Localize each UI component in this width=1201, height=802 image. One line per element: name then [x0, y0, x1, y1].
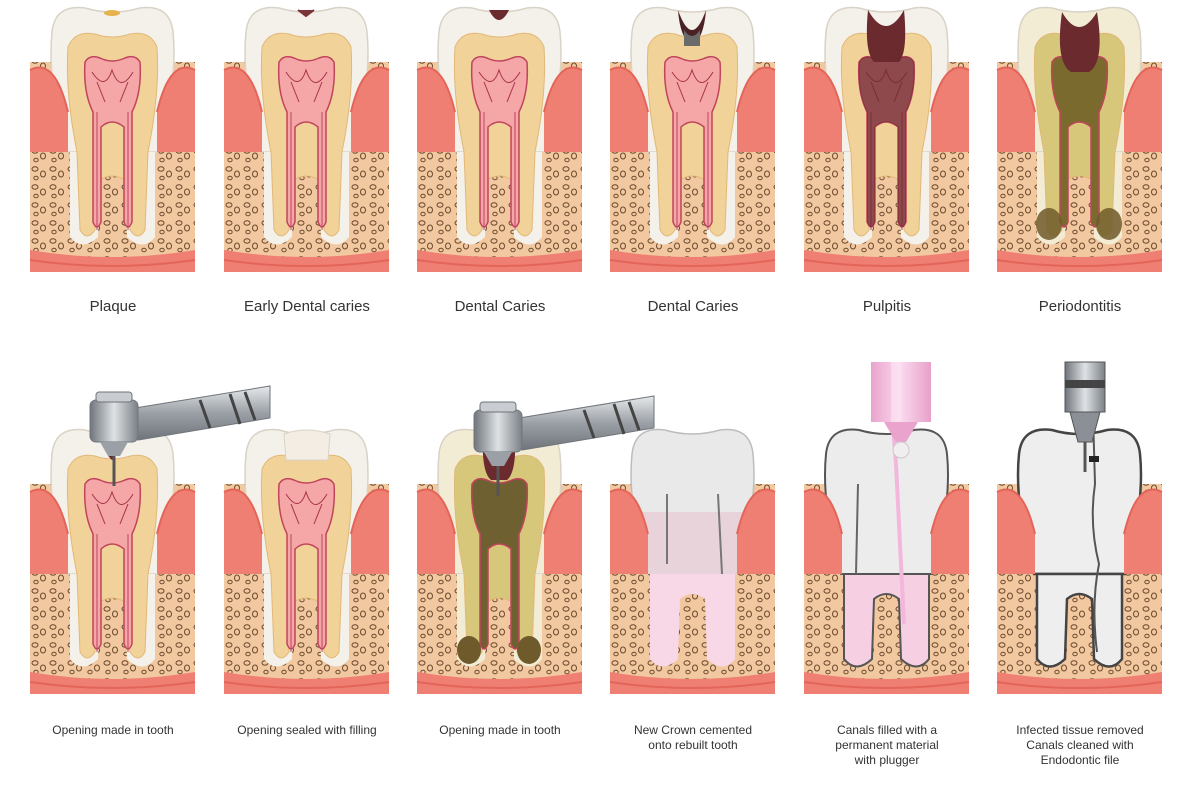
stage-label: Periodontitis — [1038, 298, 1122, 315]
stage-label-line: Infected tissue removed — [1016, 723, 1144, 737]
stage-label-line: permanent material — [835, 738, 939, 752]
tooth-diagram-caries — [416, 2, 583, 272]
stage-label-line: Opening made in tooth — [52, 723, 174, 737]
stage-label-line: New Crown cemented — [633, 723, 753, 737]
stage-label-line: with plugger — [854, 753, 920, 767]
stage-label-line: Canals cleaned with — [1026, 738, 1134, 752]
handpiece-drill-icon — [473, 395, 655, 496]
tooth-procedure-4 — [609, 424, 776, 694]
stage-label: Dental Caries — [454, 298, 546, 315]
procedure-label: Opening sealed with filling — [212, 723, 402, 738]
stage-label-line: Endodontic file — [1040, 753, 1120, 767]
procedure-label: Opening made in tooth — [405, 723, 595, 738]
tooth-diagram-periodontitis — [996, 2, 1163, 272]
tooth-procedure-3 — [416, 424, 583, 694]
stage-label: Plaque — [89, 298, 137, 315]
tooth-diagram-pulpitis — [803, 2, 970, 272]
stage-label: Dental Caries — [647, 298, 739, 315]
stage-label-line: Opening sealed with filling — [237, 723, 377, 737]
tooth-procedure-1 — [29, 424, 196, 694]
tooth-procedure-6 — [996, 413, 1163, 694]
tooth-diagram-early — [223, 2, 390, 272]
tooth-diagram-caries-deep — [609, 2, 776, 272]
plugger-icon — [871, 362, 931, 459]
stage-label-line: Opening made in tooth — [439, 723, 561, 737]
handpiece-drill-icon — [89, 385, 271, 486]
endodontic-file-icon — [1064, 361, 1106, 472]
tooth-procedure-5 — [803, 413, 970, 694]
procedure-label: Opening made in tooth — [18, 723, 208, 738]
tooth-procedure-2 — [223, 424, 390, 694]
stage-label: Pulpitis — [862, 298, 912, 315]
stage-label-line: onto rebuilt tooth — [648, 738, 738, 752]
stage-label-line: Canals filled with a — [836, 723, 938, 737]
tooth-diagram-plaque — [29, 2, 196, 272]
stage-label: Early Dental caries — [244, 298, 370, 315]
